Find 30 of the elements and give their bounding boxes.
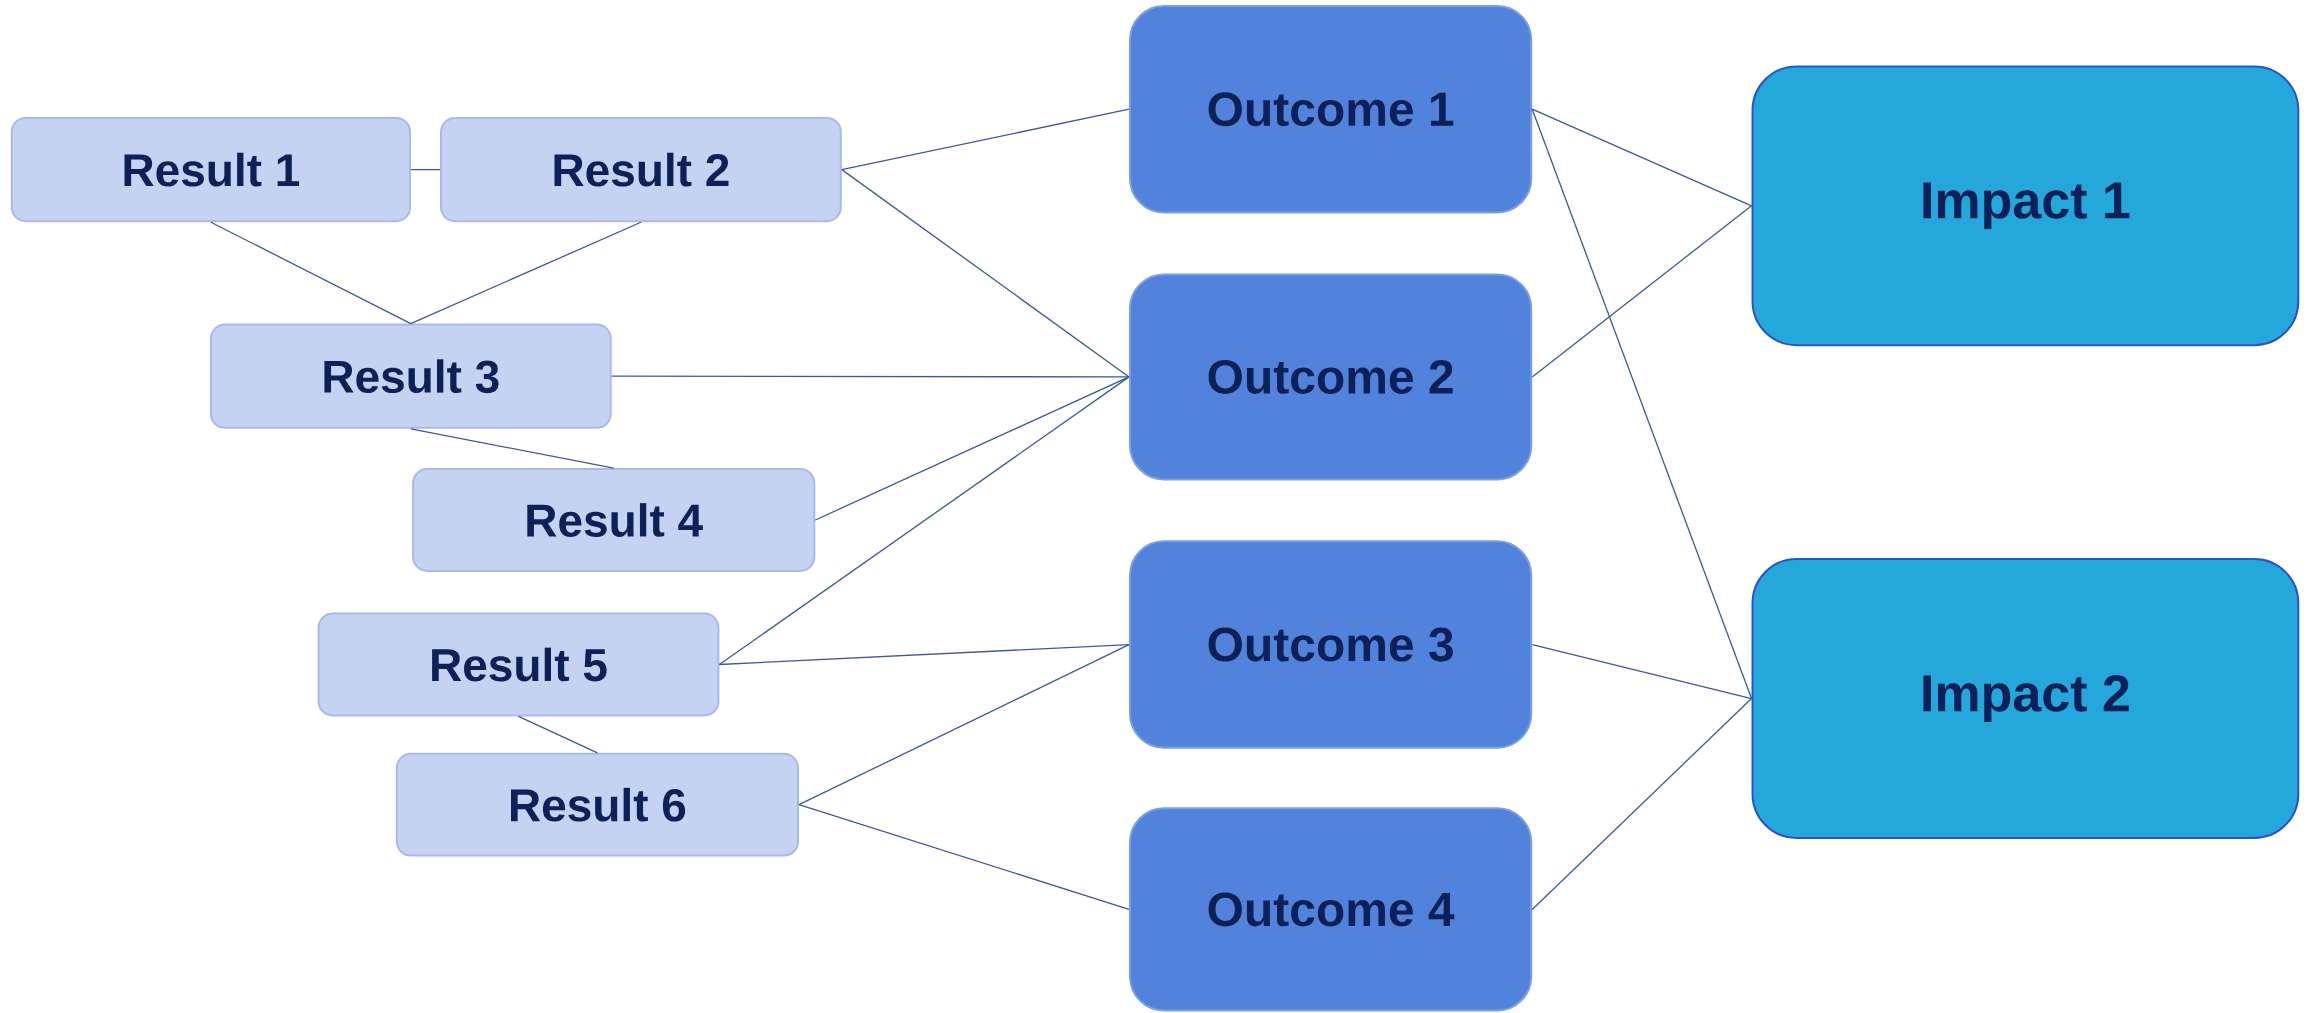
connector-line: [1531, 643, 1753, 700]
connector-line: [517, 715, 599, 754]
connector-line: [718, 376, 1130, 666]
outcome-box: Outcome 1: [1129, 4, 1533, 214]
outcome-box: Outcome 2: [1129, 273, 1533, 481]
connector-line: [210, 221, 412, 325]
result-box: Result 4: [412, 468, 816, 572]
connector-line: [410, 168, 441, 171]
connector-line: [798, 804, 1130, 911]
connector-line: [798, 643, 1130, 806]
result-box: Result 2: [440, 116, 842, 223]
connector-line: [410, 221, 642, 325]
connector-line: [841, 168, 1130, 378]
connector-line: [1531, 108, 1753, 700]
impact-box: Impact 2: [1751, 558, 2300, 839]
impact-box: Impact 1: [1751, 65, 2300, 347]
result-box: Result 6: [395, 752, 799, 857]
connector-line: [841, 108, 1130, 171]
connector-line: [1531, 205, 1753, 378]
result-box: Result 3: [209, 323, 612, 429]
connector-line: [1531, 108, 1753, 207]
connector-line: [611, 375, 1130, 378]
connector-line: [1531, 697, 1753, 911]
outcome-box: Outcome 3: [1129, 540, 1533, 749]
outcome-box: Outcome 4: [1129, 807, 1533, 1012]
connector-line: [410, 428, 615, 469]
connector-line: [814, 376, 1130, 521]
connector-line: [718, 643, 1130, 666]
result-box: Result 1: [10, 116, 412, 223]
result-box: Result 5: [317, 612, 720, 717]
